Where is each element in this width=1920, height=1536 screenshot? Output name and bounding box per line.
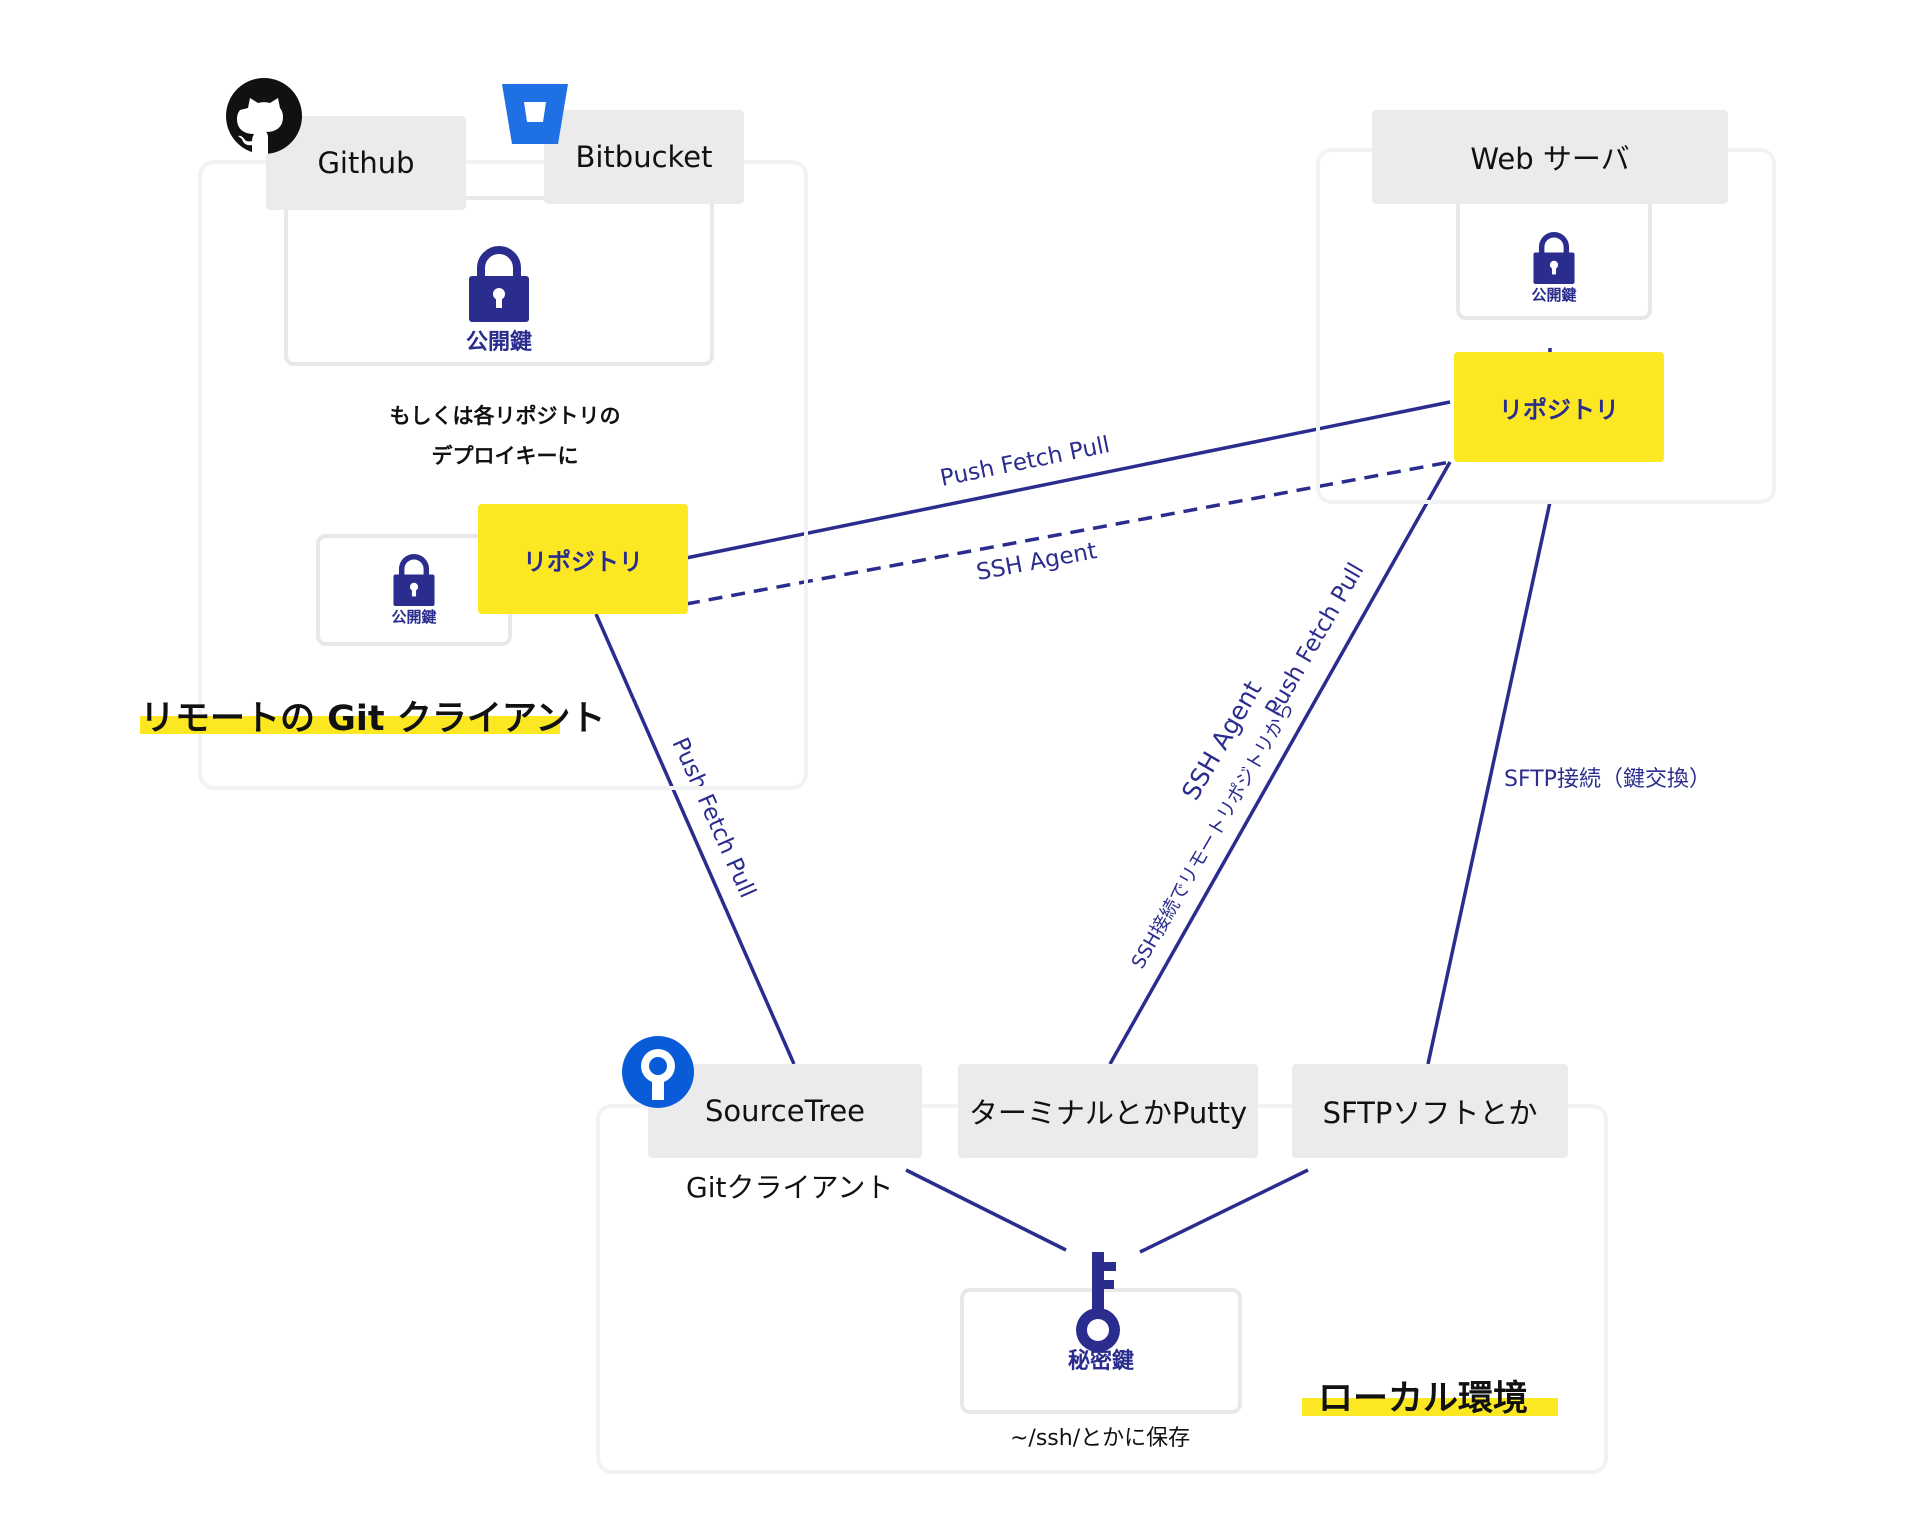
remote-title-highlight bbox=[140, 716, 560, 734]
client-public-key-label: 公開鍵 bbox=[391, 607, 437, 626]
label-terminal-web-push: Push Fetch Pull bbox=[1261, 559, 1370, 721]
note-line2: デプロイキーに bbox=[431, 444, 579, 468]
github-icon bbox=[226, 78, 302, 154]
sourcetree-label: SourceTree bbox=[704, 1094, 866, 1128]
label-remote-web-push: Push Fetch Pull bbox=[938, 432, 1112, 492]
private-key-path: ~/ssh/とかに保存 bbox=[1010, 1426, 1191, 1451]
label-sftp-web: SFTP接続（鍵交換） bbox=[1504, 767, 1711, 792]
github-tag[interactable]: Github bbox=[266, 116, 466, 210]
deploy-key-note: もしくは各リポジトリの デプロイキーに bbox=[340, 396, 670, 476]
terminal-label: ターミナルとかPutty bbox=[968, 1096, 1248, 1130]
sourcetree-icon bbox=[622, 1036, 694, 1108]
remote-public-key-box: 公開鍵 bbox=[284, 196, 714, 366]
web-public-key-label: 公開鍵 bbox=[1531, 285, 1577, 304]
web-repository-label: リポジトリ bbox=[1499, 395, 1619, 424]
local-title-highlight bbox=[1302, 1398, 1558, 1416]
sftp-soft-tag[interactable]: SFTPソフトとか bbox=[1292, 1064, 1568, 1158]
web-public-key-box: 公開鍵 bbox=[1456, 196, 1652, 320]
bitbucket-tag[interactable]: Bitbucket bbox=[544, 110, 744, 204]
line-remote-web-push bbox=[685, 400, 1451, 560]
public-key-label: 公開鍵 bbox=[465, 330, 532, 355]
lock-icon bbox=[1533, 231, 1575, 284]
terminal-tag[interactable]: ターミナルとかPutty bbox=[958, 1064, 1258, 1158]
key-icon bbox=[1076, 1252, 1120, 1352]
sftp-soft-label: SFTPソフトとか bbox=[1322, 1096, 1538, 1130]
local-section-title: ローカル環境 bbox=[1318, 1379, 1529, 1419]
line-gitclient-key bbox=[905, 1168, 1067, 1252]
lock-icon bbox=[393, 553, 435, 606]
remote-section-title: リモートの Git クライアント bbox=[140, 699, 606, 739]
lock-icon bbox=[469, 246, 529, 322]
bitbucket-icon bbox=[502, 84, 568, 144]
web-server-tag[interactable]: Web サーバ bbox=[1372, 110, 1728, 204]
git-client-label: Gitクライアント bbox=[686, 1171, 894, 1204]
bitbucket-label: Bitbucket bbox=[575, 140, 713, 174]
line-sftp-web bbox=[1426, 501, 1552, 1065]
remote-group bbox=[198, 160, 808, 790]
note-line1: もしくは各リポジトリの bbox=[389, 404, 621, 428]
github-label: Github bbox=[317, 146, 415, 180]
web-repository[interactable]: リポジトリ bbox=[1454, 352, 1664, 462]
remote-repository[interactable]: リポジトリ bbox=[478, 504, 688, 614]
line-sourcetree-remote bbox=[594, 613, 796, 1065]
line-sftp-key bbox=[1139, 1168, 1309, 1254]
web-server-title: Web サーバ bbox=[1470, 142, 1630, 176]
sourcetree-tag[interactable]: SourceTree bbox=[648, 1064, 922, 1158]
private-key-label: 秘密鍵 bbox=[1067, 1349, 1134, 1374]
line-terminal-web bbox=[1108, 461, 1452, 1065]
remote-repository-label: リポジトリ bbox=[523, 547, 643, 576]
line-remote-web-ssh bbox=[685, 460, 1451, 606]
